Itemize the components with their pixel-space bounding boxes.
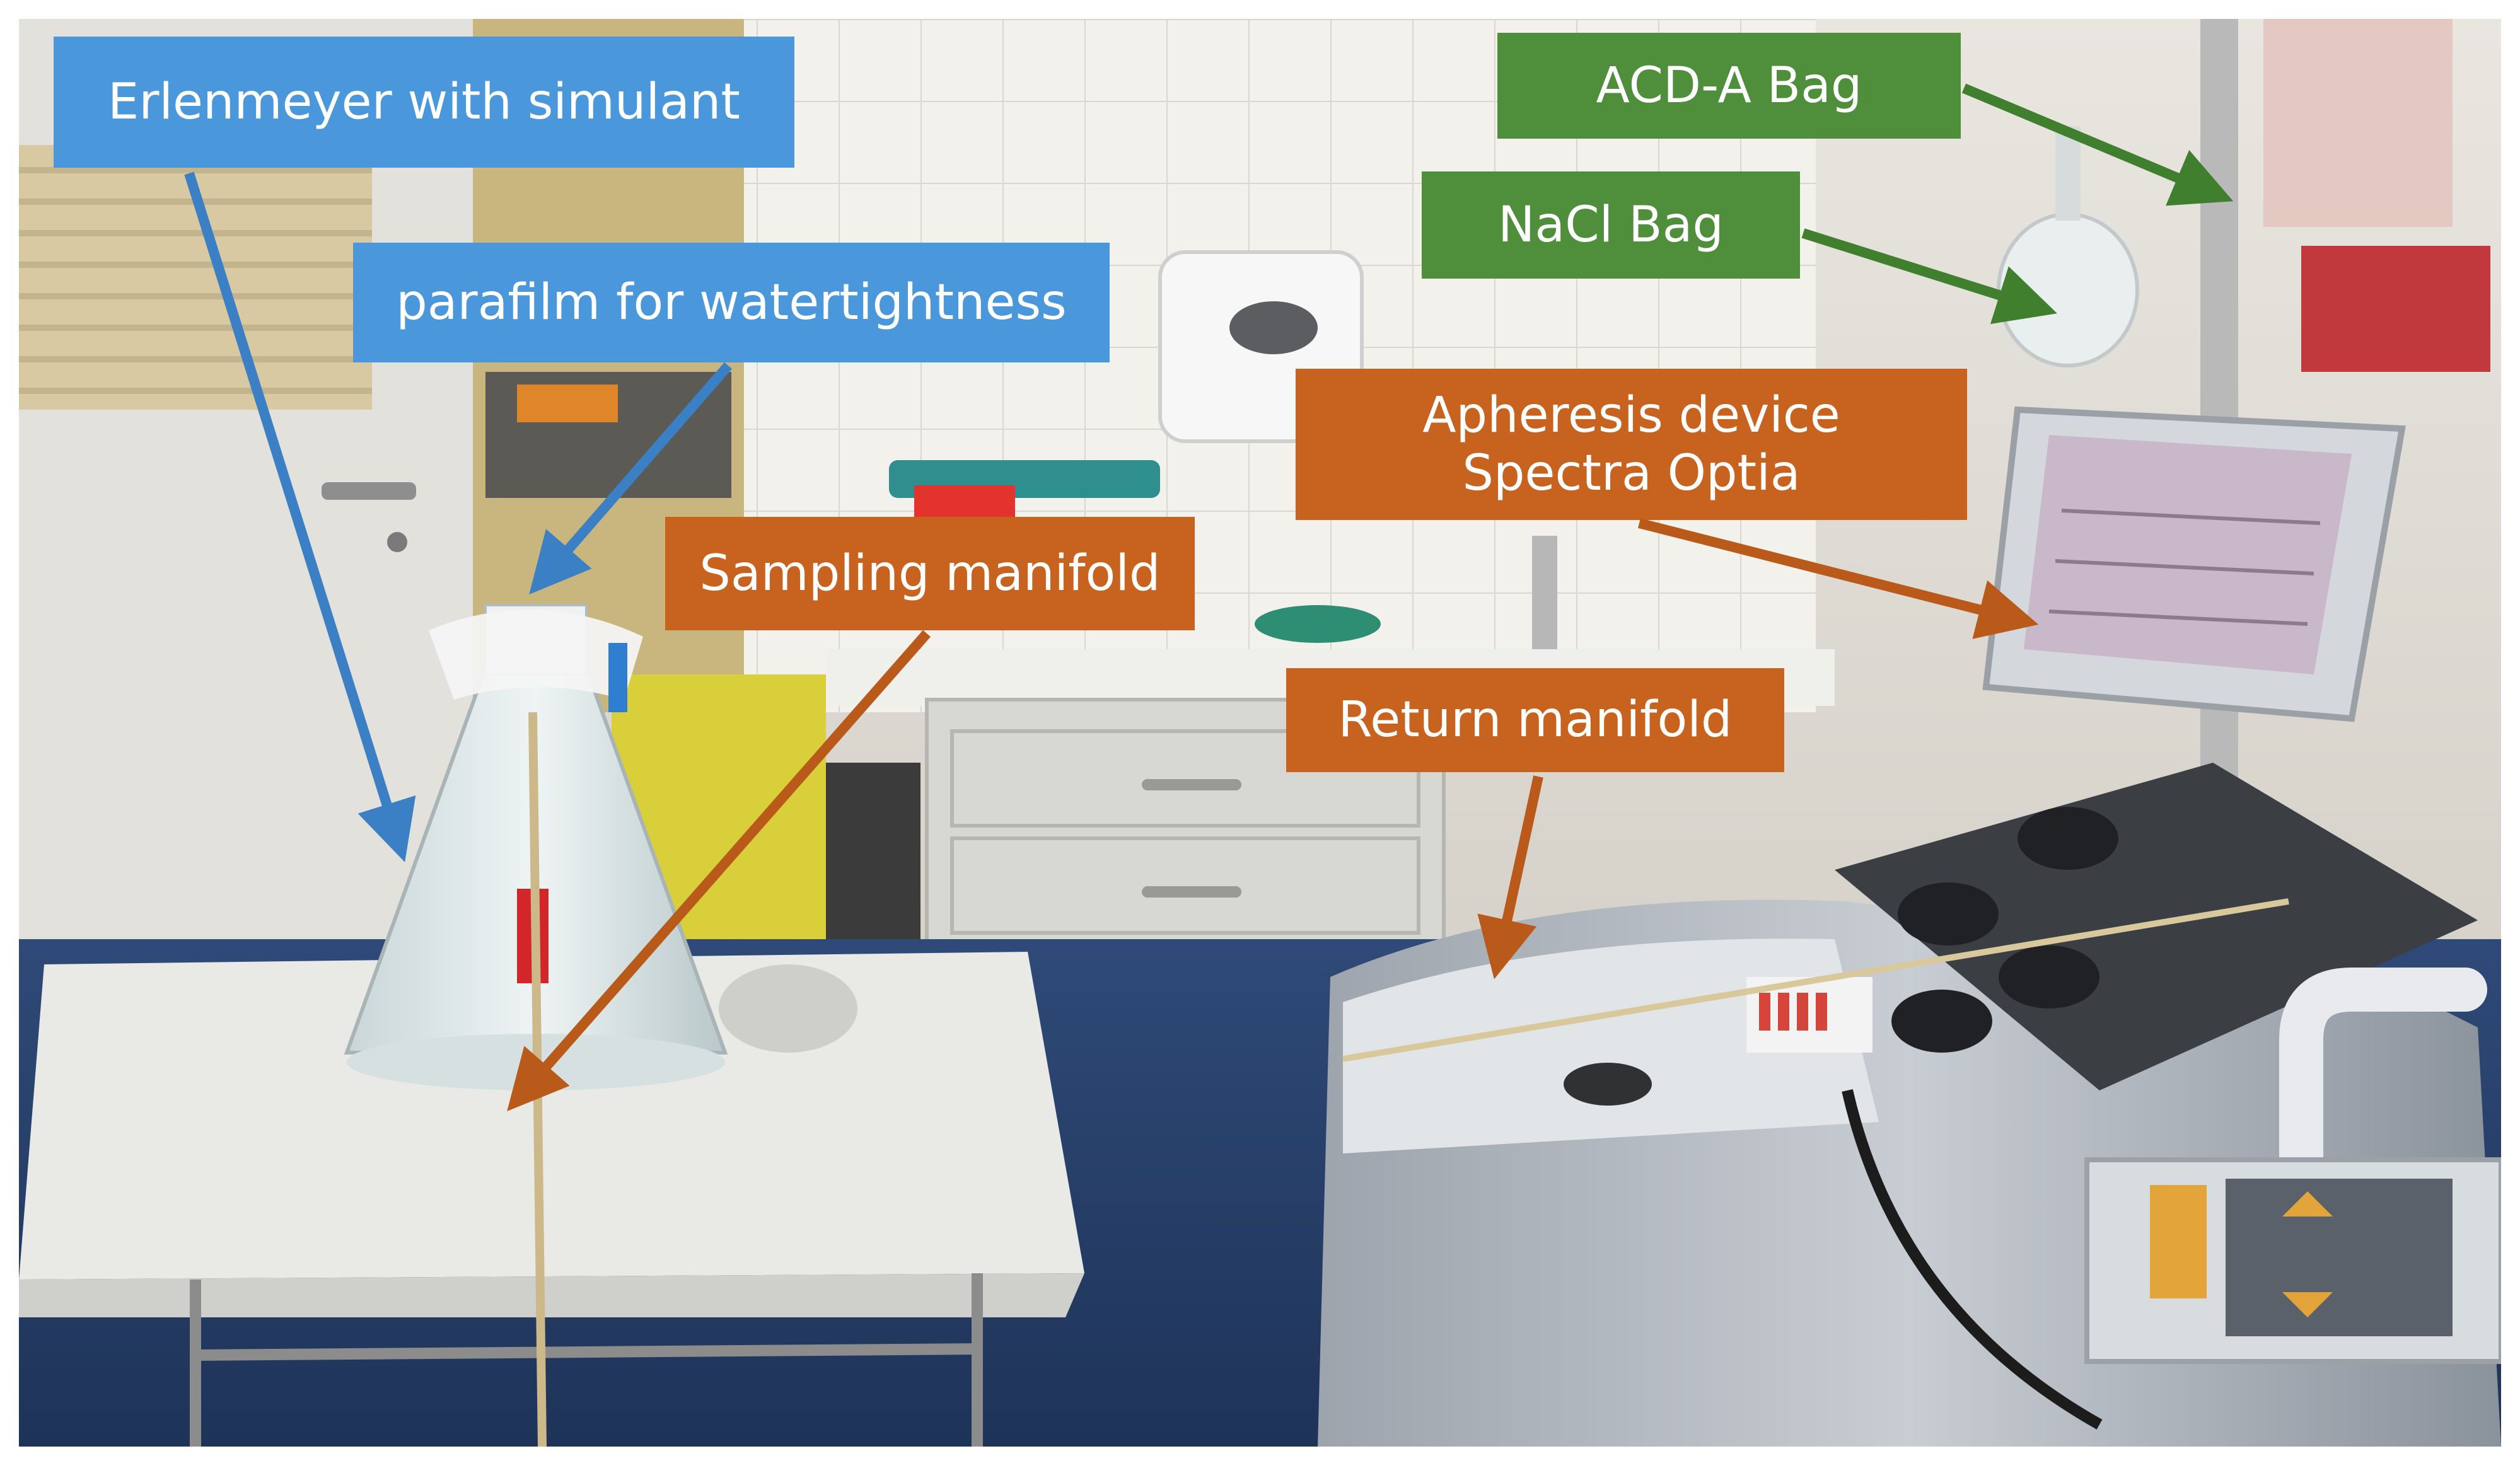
hospital-room-photo xyxy=(19,19,2501,1447)
label-sampling-manifold: Sampling manifold xyxy=(665,517,1195,630)
label-erlenmeyer: Erlenmeyer with simulant xyxy=(54,37,794,168)
label-acd-a-bag: ACD-A Bag xyxy=(1497,33,1961,139)
label-parafilm: parafilm for watertightness xyxy=(353,243,1110,362)
label-return-manifold: Return manifold xyxy=(1286,668,1784,772)
label-nacl-bag: NaCl Bag xyxy=(1422,171,1800,279)
label-apheresis-device: Apheresis device Spectra Optia xyxy=(1296,369,1967,520)
